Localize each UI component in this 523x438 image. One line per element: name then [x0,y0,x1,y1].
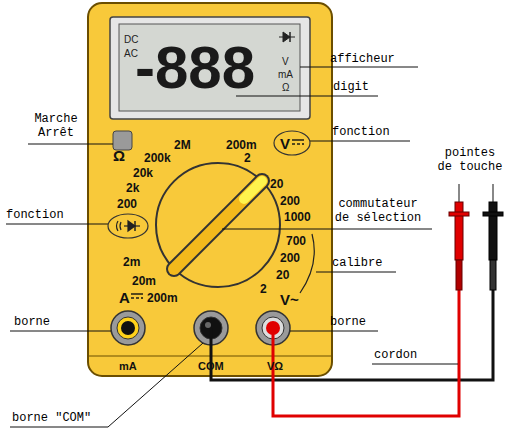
callout-label: cordon [374,348,417,362]
display-unit: Ω [282,82,289,93]
display-bezel [110,17,310,119]
range-label: 20 [270,177,283,191]
range-label: 20m [132,274,156,288]
dc-symbol [131,294,143,298]
display-digits: -888 [135,38,255,98]
callout-label: pointes de touche [436,146,504,174]
black-probe [483,184,503,290]
callout-label: afficheur [330,52,395,66]
function-ellipse [108,214,148,238]
range-label: 2M [174,138,191,152]
diode-symbol [279,32,295,42]
callout-label: borne [14,315,50,329]
callout-label: Marche Arrêt [30,112,82,140]
range-label: 20 [276,268,289,282]
range-label: 200k [144,151,171,165]
function-label: Ω [113,147,125,164]
function-label: V [280,135,290,152]
black-lead [211,290,493,380]
terminal-label: mA [119,360,137,372]
function-ellipse [274,131,310,155]
callout-label: digit [333,80,369,94]
function-label: A [119,289,130,306]
dc-symbol [292,140,304,144]
terminal-label: VΩ [267,360,283,372]
terminal-ma [111,311,145,345]
callout-label: fonction [6,208,64,222]
function-label: V~ [280,291,299,308]
callout-label: fonction [332,125,390,139]
display-unit: V [282,56,289,67]
range-label: 2m [123,255,140,269]
red-probe [449,184,469,290]
range-label: 200m [147,291,178,305]
callout-label: borne [330,315,366,329]
range-label: 200m [226,138,257,152]
range-label: 2 [244,151,251,165]
red-lead [273,290,459,416]
callout-label: commutateur de sélection [328,197,428,225]
lcd-screen [119,24,300,111]
range-label: 2k [126,181,139,195]
selector-dial [156,163,280,287]
range-label: 200 [280,251,300,265]
buzzer-diode-symbol [117,221,141,231]
range-label: 20k [133,166,153,180]
callout-label: calibre [332,256,382,270]
terminal-label: COM [198,360,224,372]
leader-lines [6,67,458,427]
range-label: 200 [280,194,300,208]
range-label: 1000 [284,210,311,224]
range-label: 700 [286,234,306,248]
meter-body [88,3,332,376]
display-unit: mA [278,69,293,80]
callout-label: borne "COM" [12,411,91,425]
selector-knob [174,181,262,269]
range-label: 200 [117,197,137,211]
lcd-display: DCAC-888VmAΩ [119,24,300,111]
range-label: 2 [260,282,267,296]
